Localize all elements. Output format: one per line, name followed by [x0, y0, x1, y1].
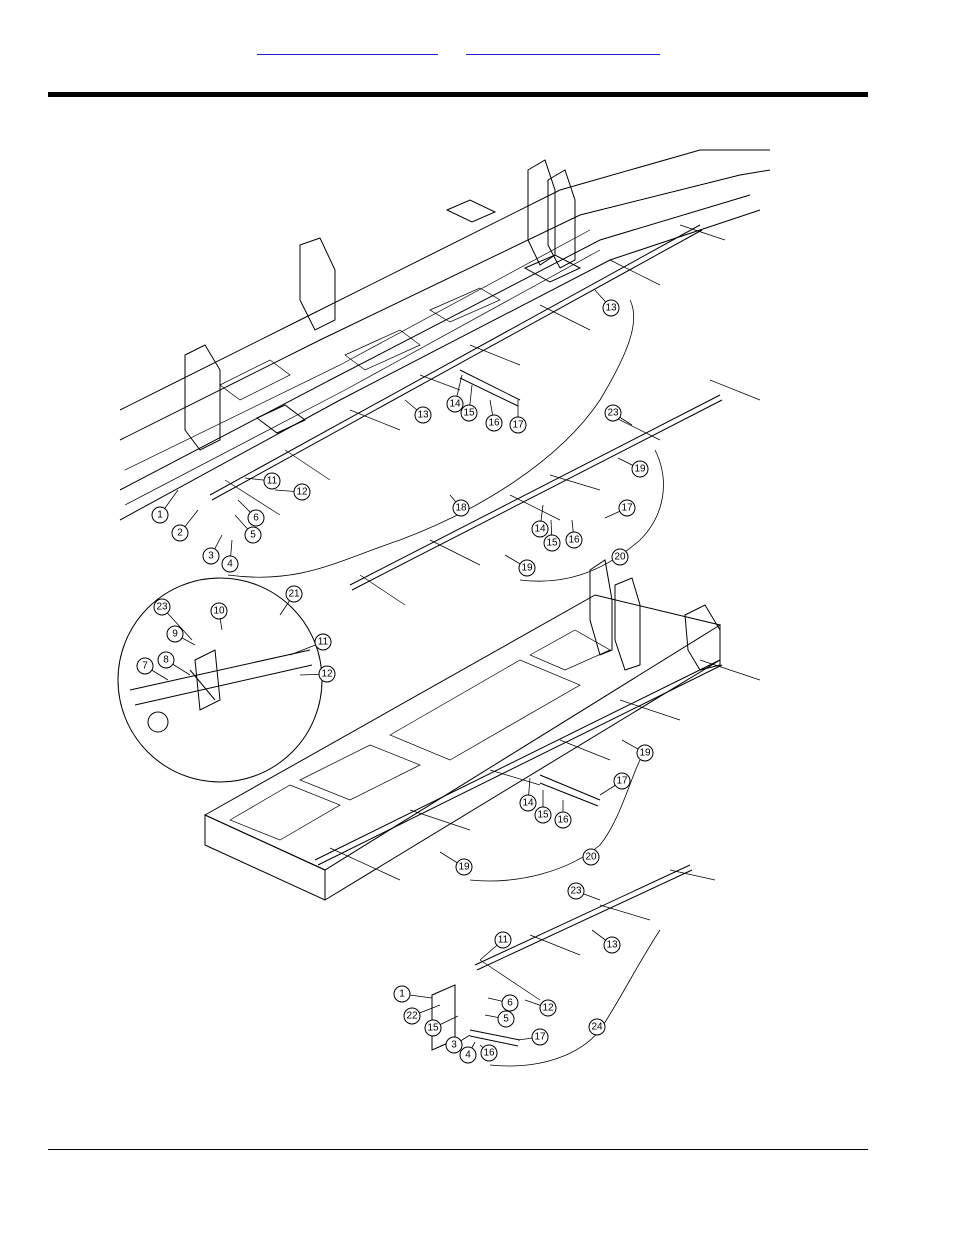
callout-c12a: 12 — [275, 484, 310, 500]
callout-label: 16 — [488, 418, 500, 429]
callout-label: 6 — [507, 998, 513, 1009]
callout-label: 23 — [607, 408, 619, 419]
callout-c10a: 10 — [211, 603, 227, 630]
callout-label: 17 — [512, 420, 524, 431]
callout-label: 19 — [634, 464, 646, 475]
callout-c4a: 4 — [222, 540, 238, 572]
callout-label: 7 — [142, 661, 148, 672]
callout-label: 23 — [570, 886, 582, 897]
callout-c19a: 19 — [618, 458, 648, 477]
callout-c23a: 23 — [605, 405, 632, 425]
callout-label: 5 — [503, 1014, 509, 1025]
callout-c19c: 19 — [622, 740, 653, 761]
callout-label: 11 — [498, 935, 509, 946]
callout-c2a: 2 — [172, 510, 198, 541]
callout-label: 16 — [568, 535, 580, 546]
callout-c1b: 1 — [394, 986, 432, 1002]
callout-label: 14 — [534, 524, 546, 535]
callout-label: 4 — [465, 1050, 471, 1061]
callout-label: 6 — [253, 513, 259, 524]
callout-label: 19 — [521, 563, 533, 574]
callout-c12c: 12 — [525, 1000, 556, 1016]
callout-label: 15 — [427, 1023, 439, 1034]
callout-label: 11 — [318, 637, 329, 648]
callout-c16a: 16 — [486, 400, 502, 431]
callout-label: 22 — [406, 1011, 418, 1022]
callout-label: 8 — [163, 655, 169, 666]
callout-label: 11 — [267, 476, 278, 487]
callout-label: 3 — [208, 551, 214, 562]
callout-label: 15 — [546, 538, 558, 549]
callout-label: 23 — [156, 602, 168, 613]
upper-frame — [120, 150, 770, 520]
bottom-rule — [48, 1149, 868, 1150]
callout-c16d: 16 — [480, 1045, 497, 1061]
callout-label: 5 — [250, 530, 256, 541]
callout-label: 18 — [455, 503, 467, 514]
callout-c12b: 12 — [300, 666, 335, 682]
callout-label: 20 — [585, 852, 597, 863]
callout-c11a: 11 — [245, 473, 280, 489]
callout-c24a: 24 — [589, 1019, 605, 1035]
callout-label: 9 — [172, 629, 178, 640]
callout-c23c: 23 — [568, 883, 600, 900]
callout-c19b: 19 — [505, 555, 535, 576]
callout-c6b: 6 — [488, 995, 518, 1011]
callout-c16b: 16 — [566, 520, 582, 548]
callout-c17a: 17 — [510, 400, 526, 433]
callout-label: 12 — [296, 487, 308, 498]
callout-c18a: 18 — [450, 495, 469, 516]
callout-c17b: 17 — [605, 500, 635, 518]
callout-c17c: 17 — [600, 773, 630, 795]
callout-c16c: 16 — [555, 800, 571, 828]
callout-label: 4 — [227, 559, 233, 570]
callout-label: 10 — [213, 606, 225, 617]
callout-label: 1 — [157, 510, 163, 521]
callout-c17d: 17 — [518, 1029, 548, 1045]
callout-c3a: 3 — [203, 535, 222, 564]
callout-label: 12 — [321, 669, 333, 680]
callouts: 1234561112131314151617182319171415162019… — [137, 290, 653, 1063]
callout-label: 17 — [534, 1032, 546, 1043]
header-link-1[interactable] — [257, 40, 438, 55]
callout-label: 13 — [606, 940, 618, 951]
callout-label: 21 — [288, 589, 300, 600]
lower-boom — [315, 660, 760, 880]
callout-label: 20 — [614, 552, 626, 563]
callout-c15d: 15 — [425, 1016, 458, 1036]
callout-c13b: 13 — [405, 400, 431, 423]
callout-c14a: 14 — [447, 375, 463, 412]
callout-c13a: 13 — [595, 290, 619, 316]
callout-label: 14 — [522, 798, 534, 809]
callout-label: 3 — [451, 1040, 457, 1051]
callout-c19d: 19 — [440, 852, 472, 875]
callout-label: 15 — [463, 408, 475, 419]
callout-label: 24 — [591, 1022, 603, 1033]
callout-c9a: 9 — [167, 626, 195, 645]
top-rule — [48, 92, 868, 97]
callout-label: 1 — [399, 989, 405, 1000]
callout-c5b: 5 — [485, 1011, 514, 1027]
callout-label: 12 — [542, 1003, 554, 1014]
callout-label: 17 — [621, 503, 633, 514]
middle-boom — [350, 380, 760, 605]
callout-label: 13 — [417, 410, 429, 421]
header-link-2[interactable] — [466, 40, 660, 55]
callout-label: 16 — [557, 815, 569, 826]
callout-label: 15 — [537, 810, 549, 821]
callout-c13c: 13 — [592, 930, 620, 953]
callout-c8a: 8 — [158, 652, 190, 675]
callout-label: 19 — [639, 748, 651, 759]
callout-label: 2 — [177, 528, 183, 539]
callout-label: 19 — [458, 862, 470, 873]
callout-c20b: 20 — [583, 849, 599, 865]
callout-c15c: 15 — [535, 790, 551, 823]
callout-label: 16 — [483, 1048, 495, 1059]
callout-label: 13 — [605, 303, 617, 314]
callout-label: 17 — [616, 776, 628, 787]
callout-c20a: 20 — [612, 549, 628, 565]
callout-c11b: 11 — [290, 634, 331, 655]
callout-label: 14 — [449, 399, 461, 410]
